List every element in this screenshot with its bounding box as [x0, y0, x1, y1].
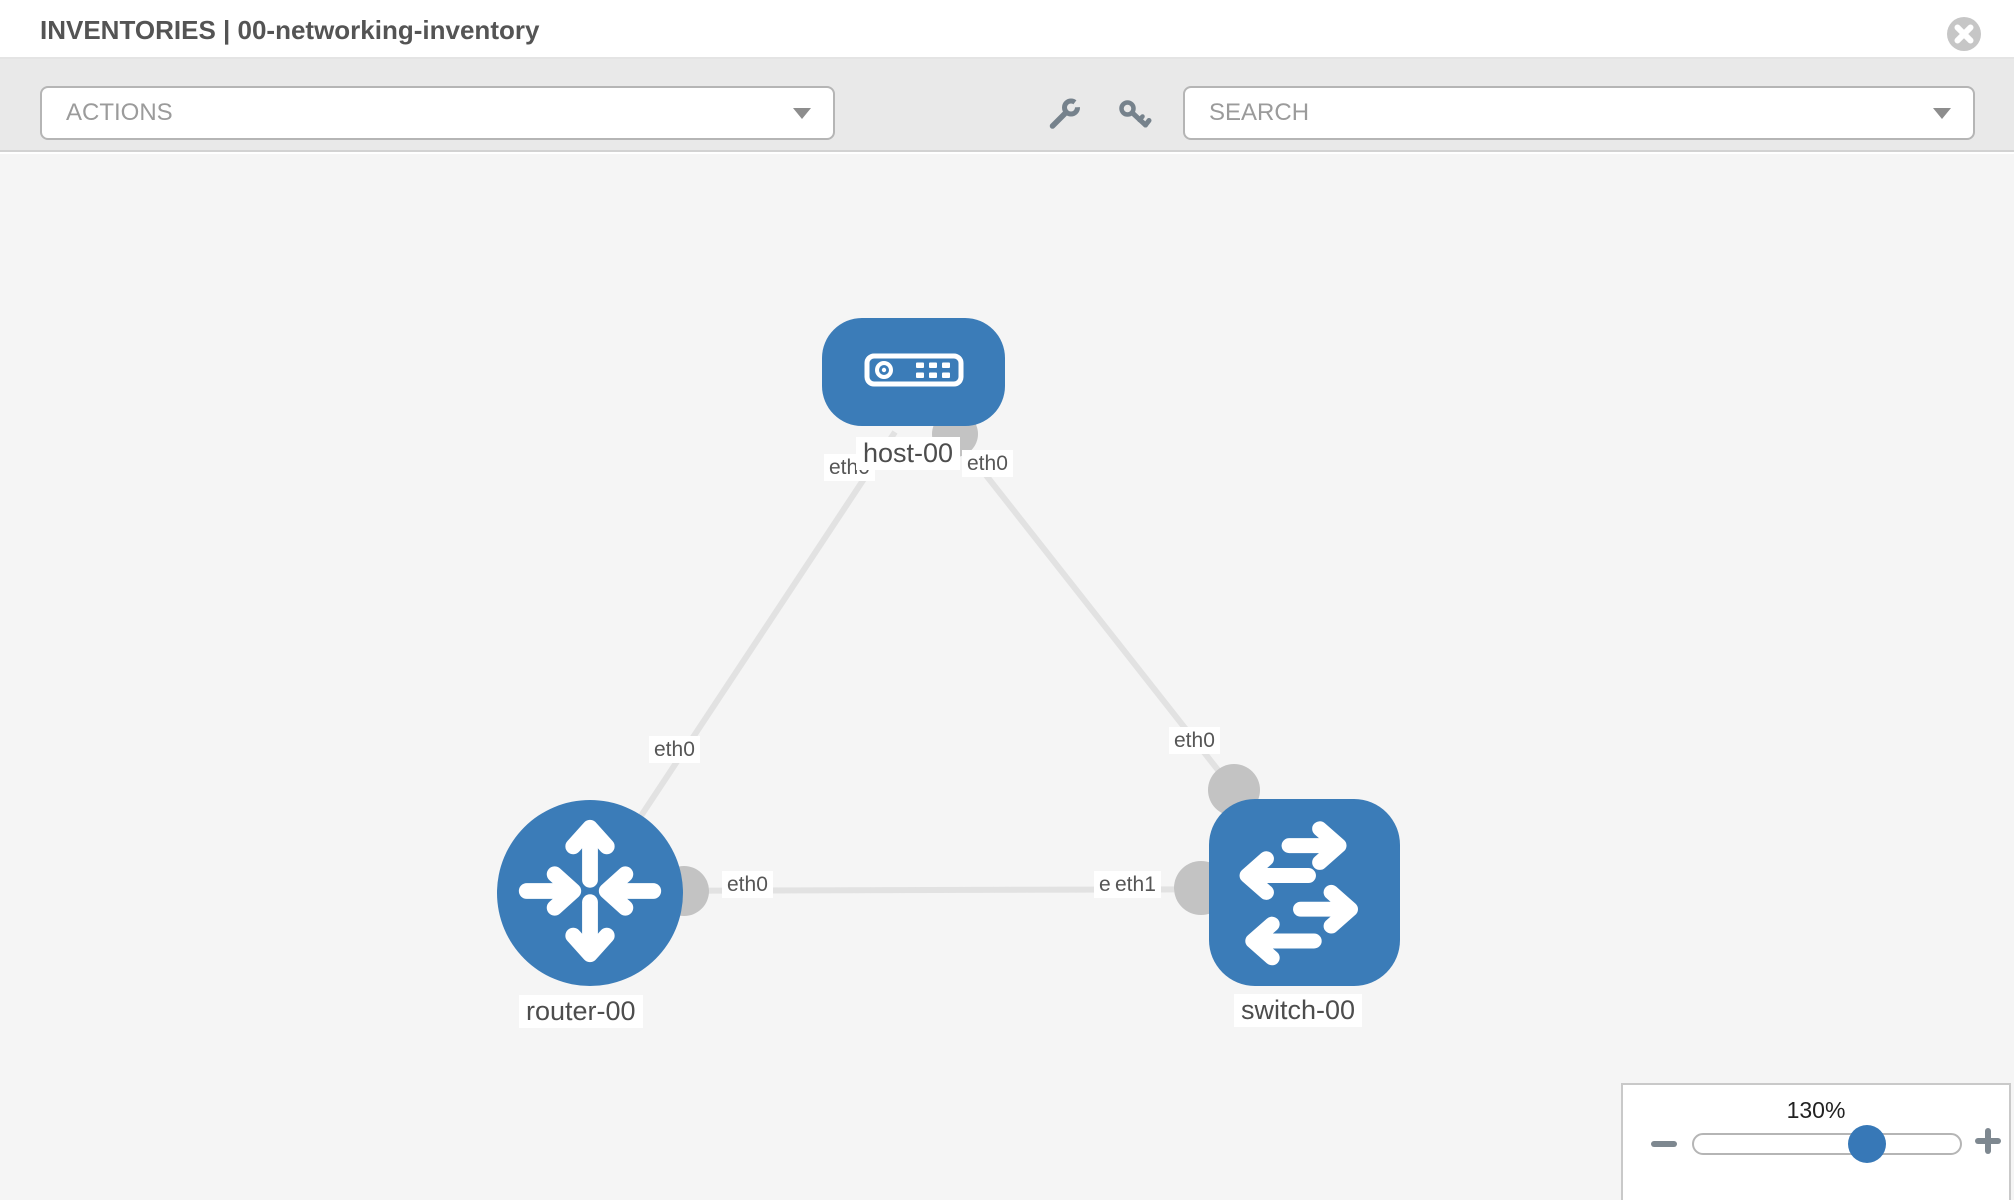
link-host-switch: [949, 430, 1265, 828]
link-router-switch: [589, 886, 1305, 894]
node-switch-00[interactable]: [1209, 799, 1400, 986]
link-lines: [587, 411, 1305, 916]
page-title: INVENTORIES | 00-networking-inventory: [40, 15, 540, 45]
toolbar: ACTIONS SEARC: [0, 59, 2014, 152]
minus-icon: [1651, 1141, 1677, 1147]
chevron-down-icon: [793, 108, 811, 119]
zoom-out-button[interactable]: [1651, 1141, 1677, 1147]
zoom-level: 130%: [1786, 1097, 1846, 1123]
topology-canvas[interactable]: eth0 eth0 eth0 eth0 eth0 eth0 eth1 host-…: [0, 154, 2014, 1200]
zoom-slider-thumb[interactable]: [1848, 1125, 1886, 1163]
interface-label-switch-eth0-uplink: eth0: [1169, 727, 1220, 755]
node-label-switch-00: switch-00: [1234, 994, 1363, 1028]
zoom-slider[interactable]: [1692, 1125, 1962, 1163]
interface-label-router-eth0-uplink: eth0: [649, 736, 700, 764]
zoom-in-button[interactable]: [1975, 1128, 2001, 1154]
interface-label-host-eth0-right: eth0: [962, 450, 1013, 478]
interface-label-router-eth0-lan: eth0: [722, 871, 773, 899]
configure-button[interactable]: [1047, 97, 1083, 133]
search-dropdown[interactable]: SEARCH: [1183, 86, 1975, 140]
router-icon: [497, 798, 683, 989]
search-dropdown-label: SEARCH: [1209, 99, 1310, 126]
key-icon: [1117, 100, 1153, 136]
wrench-icon: [1047, 97, 1083, 136]
node-router-00[interactable]: [497, 800, 683, 986]
credentials-button[interactable]: [1117, 97, 1153, 133]
node-label-router-00: router-00: [519, 995, 643, 1029]
chevron-down-icon: [1933, 108, 1951, 119]
node-label-host-00: host-00: [856, 437, 961, 471]
actions-dropdown-label: ACTIONS: [66, 99, 173, 126]
header: INVENTORIES | 00-networking-inventory: [0, 0, 2014, 59]
node-host-00[interactable]: [822, 318, 1005, 426]
close-icon: [1944, 17, 1984, 57]
plus-icon: [1985, 1128, 1991, 1154]
switch-icon: [1209, 797, 1400, 989]
host-icon: [864, 353, 964, 392]
zoom-control: 130%: [1621, 1083, 2011, 1200]
close-button[interactable]: [1944, 14, 1984, 54]
interface-label-switch-eth1: eth1: [1110, 871, 1161, 899]
actions-dropdown[interactable]: ACTIONS: [40, 86, 835, 140]
